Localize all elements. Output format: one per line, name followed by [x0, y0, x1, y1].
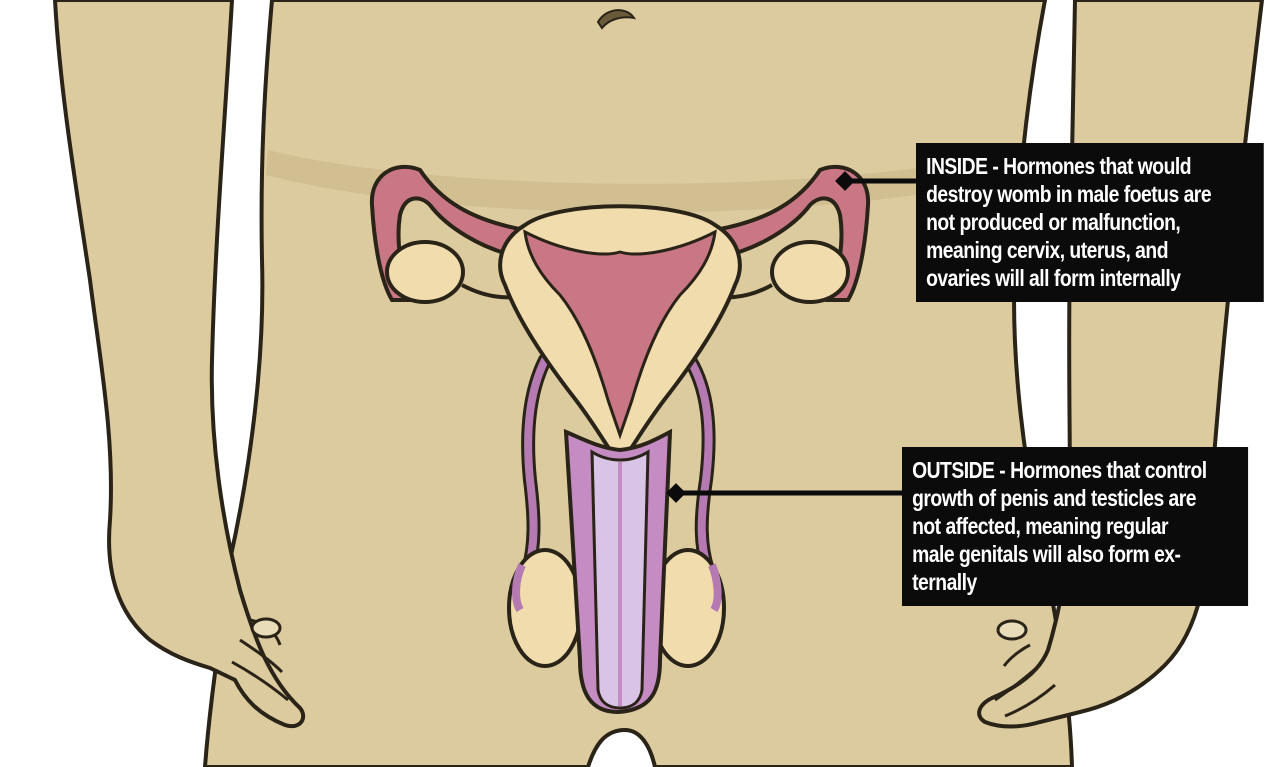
- callout-outside-line-2: growth of penis and testicles are: [912, 484, 1240, 512]
- callout-inside-line-2: destroy womb in male foetus are: [926, 180, 1255, 208]
- callout-outside-line-1: OUTSIDE - Hormones that control: [912, 456, 1240, 484]
- callout-inside-line-5: ovaries will all form internally: [926, 264, 1255, 292]
- callout-inside: INSIDE - Hormones that would destroy wom…: [916, 143, 1264, 302]
- callout-inside-line-4: meaning cervix, uterus, and: [926, 236, 1255, 264]
- callout-outside-line-3: not affected, meaning regular: [912, 512, 1240, 540]
- callout-outside-text-1: Hormones that control: [1010, 457, 1207, 483]
- right-thumbnail: [998, 621, 1026, 639]
- callout-inside-text-1: Hormones that would: [1003, 153, 1191, 179]
- callout-inside-lead: INSIDE -: [926, 153, 998, 179]
- callout-outside-line-5: ternally: [912, 568, 1240, 596]
- left-thumbnail: [252, 619, 280, 637]
- ovary-left: [387, 242, 463, 302]
- callout-outside-line-4: male genitals will also form ex-: [912, 540, 1240, 568]
- callout-inside-line-3: not produced or malfunction,: [926, 208, 1255, 236]
- callout-inside-line-1: INSIDE - Hormones that would: [926, 152, 1255, 180]
- callout-outside-lead: OUTSIDE -: [912, 457, 1005, 483]
- callout-outside: OUTSIDE - Hormones that control growth o…: [902, 447, 1248, 606]
- ovary-right: [772, 242, 848, 302]
